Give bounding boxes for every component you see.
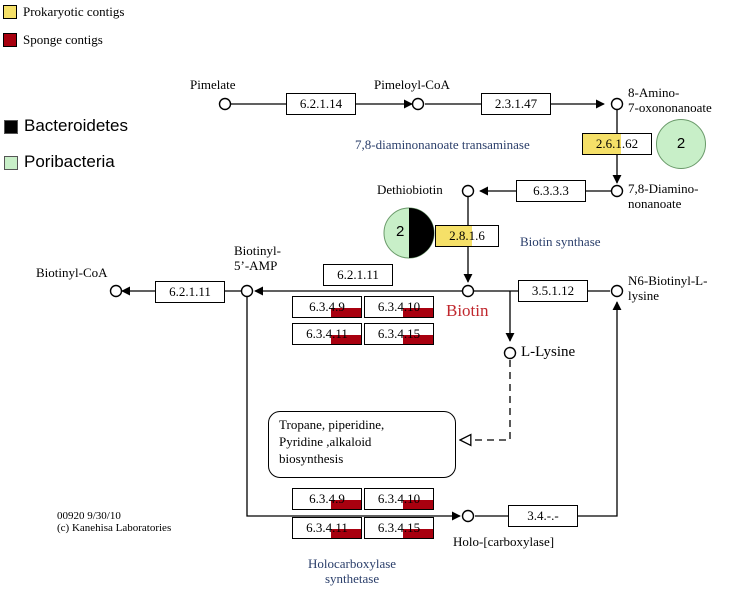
compound-holo: Holo-[carboxylase] bbox=[453, 534, 555, 549]
enzyme-3-4[interactable]: 3.4.-.- bbox=[508, 505, 578, 527]
node-biotin bbox=[461, 284, 475, 298]
taxon-label-bacteroidetes: Bacteroidetes bbox=[24, 116, 128, 135]
enzyme-6-2-1-14[interactable]: 6.2.1.14 bbox=[286, 93, 356, 115]
node-amino-oxo bbox=[610, 97, 624, 111]
node-n6-biotinyl bbox=[610, 284, 624, 298]
enzyme-2-3-1-47[interactable]: 2.3.1.47 bbox=[481, 93, 551, 115]
legend-swatch-prokaryotic bbox=[3, 5, 17, 19]
count-bubble-transaminase: 2 bbox=[656, 119, 706, 169]
legend-label-prokaryotic: Prokaryotic contigs bbox=[23, 4, 125, 19]
taxon-swatch-bacteroidetes bbox=[4, 120, 18, 134]
enzyme-6-3-4-10-bottom[interactable]: 6.3.4.10 bbox=[364, 488, 434, 510]
compound-biotinyl-coa: Biotinyl-CoA bbox=[36, 265, 108, 280]
enzyme-6-3-3-3[interactable]: 6.3.3.3 bbox=[516, 180, 586, 202]
node-holo bbox=[461, 509, 475, 523]
node-biotinyl-amp bbox=[240, 284, 254, 298]
taxon-swatch-poribacteria bbox=[4, 156, 18, 170]
node-diamino bbox=[610, 184, 624, 198]
enzyme-6-3-4-9-top[interactable]: 6.3.4.9 bbox=[292, 296, 362, 318]
compound-dethiobiotin: Dethiobiotin bbox=[377, 182, 443, 197]
legend-swatch-sponge bbox=[3, 33, 17, 47]
enzyme-6-3-4-15-top[interactable]: 6.3.4.15 bbox=[364, 323, 434, 345]
compound-pimeloyl-coa: Pimeloyl-CoA bbox=[374, 77, 450, 92]
compound-biotinyl-amp: Biotinyl- 5’-AMP bbox=[234, 243, 281, 273]
compound-n6-biotinyl: N6-Biotinyl-L- lysine bbox=[628, 273, 708, 303]
enzyme-6-3-4-10-top[interactable]: 6.3.4.10 bbox=[364, 296, 434, 318]
compound-pimelate: Pimelate bbox=[190, 77, 236, 92]
enzyme-2-8-1-6[interactable]: 2.8.1.6 bbox=[435, 225, 499, 247]
count-biotin-synthase: 2 bbox=[396, 223, 405, 240]
enzyme-3-5-1-12[interactable]: 3.5.1.12 bbox=[518, 280, 588, 302]
label-transaminase: 7,8-diaminonanoate transaminase bbox=[355, 137, 530, 152]
node-pimeloyl-coa bbox=[411, 97, 425, 111]
compound-diamino: 7,8-Diamino- nonanoate bbox=[628, 181, 699, 211]
enzyme-6-2-1-11-left[interactable]: 6.2.1.11 bbox=[155, 281, 225, 303]
enzyme-6-3-4-15-bottom[interactable]: 6.3.4.15 bbox=[364, 517, 434, 539]
enzyme-6-3-4-11-top[interactable]: 6.3.4.11 bbox=[292, 323, 362, 345]
map-id: 00920 9/30/10 bbox=[57, 510, 121, 522]
compound-l-lysine: L-Lysine bbox=[521, 344, 576, 360]
enzyme-2-6-1-62[interactable]: 2.6.1.62 bbox=[582, 133, 652, 155]
pathway-tropane-box[interactable]: Tropane, piperidine, Pyridine ,alkaloid … bbox=[268, 411, 456, 478]
taxon-label-poribacteria: Poribacteria bbox=[24, 152, 115, 171]
node-pimelate bbox=[218, 97, 232, 111]
compound-amino-oxo: 8-Amino- 7-oxononanoate bbox=[628, 85, 712, 115]
label-holocarboxylase: Holocarboxylase synthetase bbox=[308, 556, 397, 586]
copyright: (c) Kanehisa Laboratories bbox=[57, 522, 172, 534]
node-l-lysine bbox=[503, 346, 517, 360]
enzyme-6-2-1-11-upper[interactable]: 6.2.1.11 bbox=[323, 264, 393, 286]
compound-biotin: Biotin bbox=[446, 301, 489, 320]
legend-label-sponge: Sponge contigs bbox=[23, 32, 103, 47]
enzyme-6-3-4-11-bottom[interactable]: 6.3.4.11 bbox=[292, 517, 362, 539]
node-biotinyl-coa bbox=[109, 284, 123, 298]
label-biotin-synthase: Biotin synthase bbox=[520, 234, 601, 249]
biotin-synthase-pie bbox=[383, 207, 435, 259]
enzyme-6-3-4-9-bottom[interactable]: 6.3.4.9 bbox=[292, 488, 362, 510]
node-dethiobiotin bbox=[461, 184, 475, 198]
